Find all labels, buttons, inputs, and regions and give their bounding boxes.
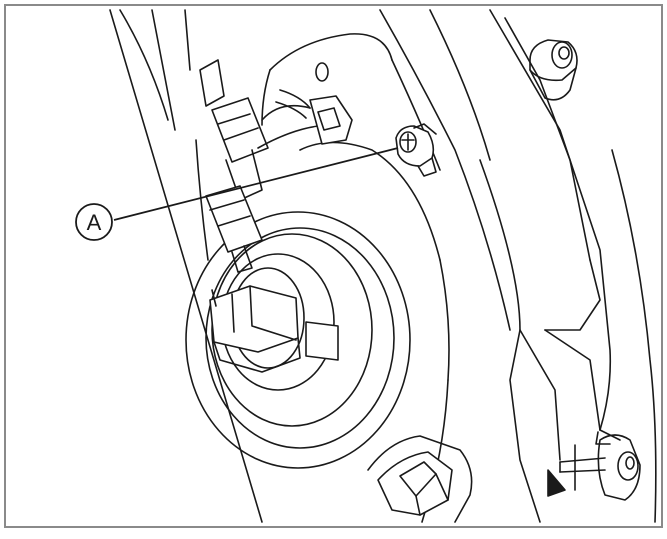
- callout-a: A: [75, 203, 113, 241]
- wiring-harness: [195, 59, 319, 273]
- callout-circle: [75, 203, 113, 241]
- body-panel-left: [109, 9, 263, 523]
- adjuster-knob: [367, 435, 473, 523]
- bulb-connector: [209, 285, 339, 373]
- side-connector: [275, 89, 353, 145]
- bracket-bolt-lower: [547, 431, 641, 501]
- mounting-bracket: [379, 9, 657, 523]
- figure-frame: [4, 4, 663, 528]
- bracket-bolt-upper: [529, 39, 578, 101]
- retaining-screw-a: [395, 123, 437, 177]
- callout-leader-line: [113, 147, 399, 221]
- callout-label: A: [87, 210, 102, 235]
